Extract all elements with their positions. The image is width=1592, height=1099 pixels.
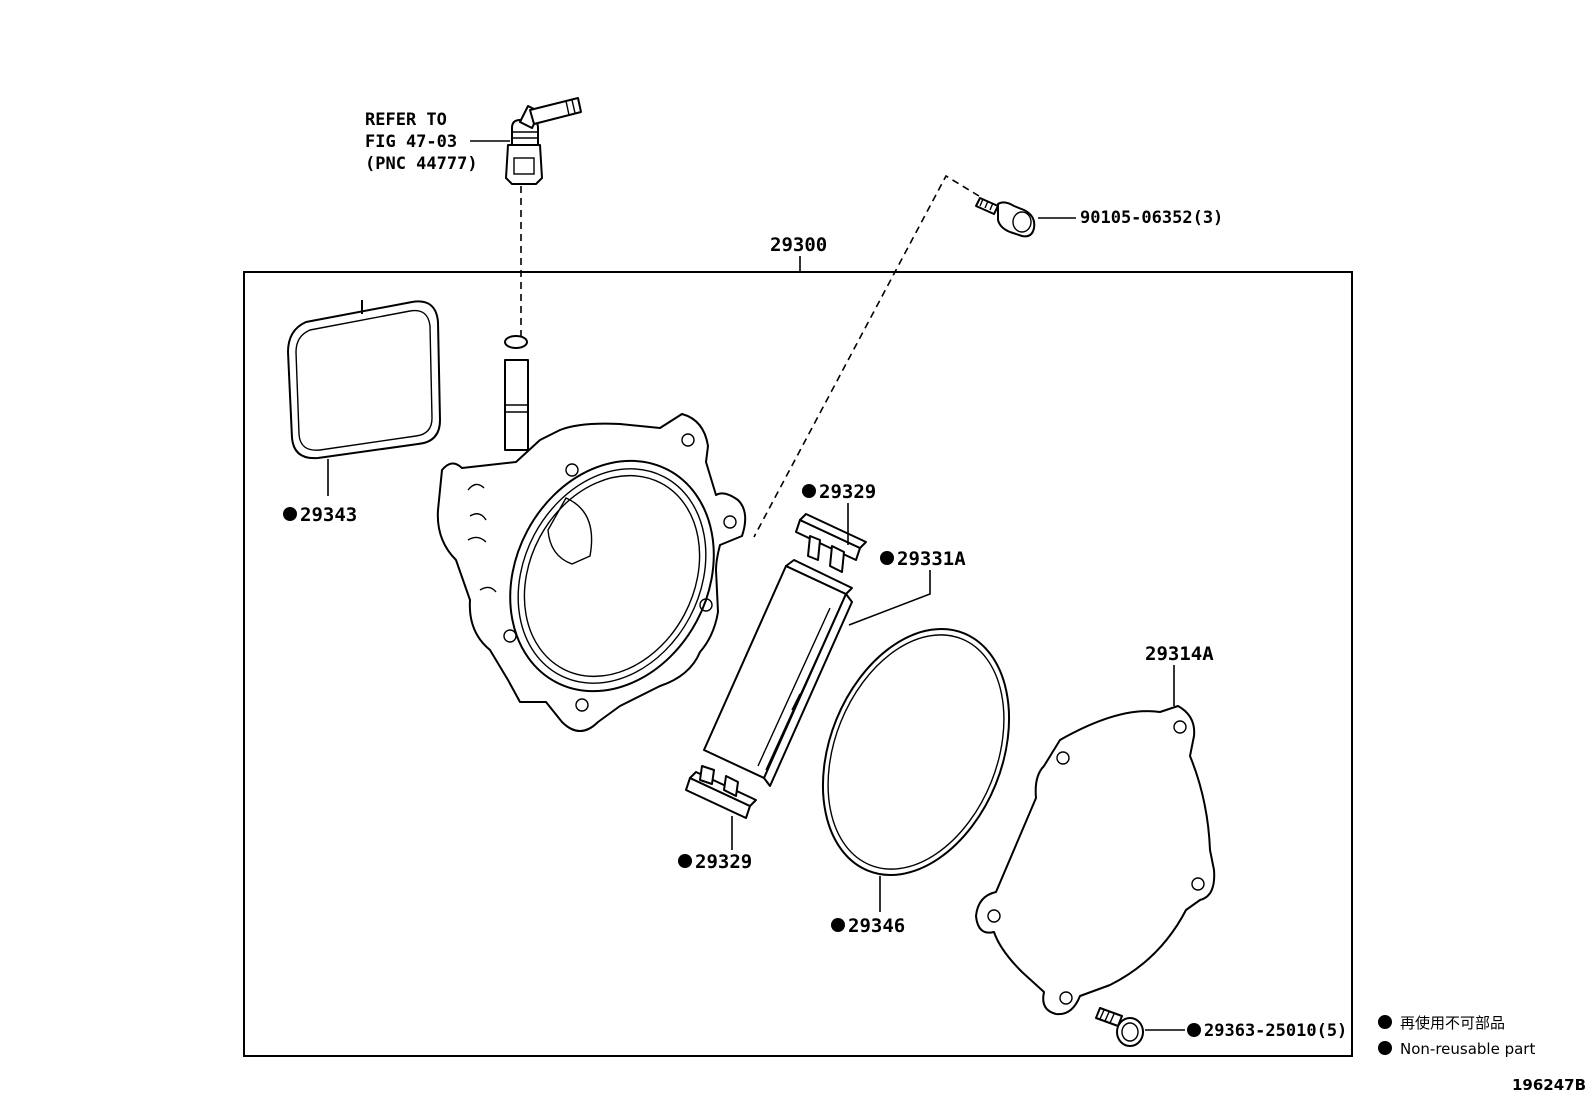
label-cover-screw: 29363-25010(5) <box>1204 1021 1347 1041</box>
refer-note-line-2: FIG 47-03 <box>365 132 457 152</box>
gasket-29343 <box>287 300 441 460</box>
legend-japanese: 再使用不可部品 <box>1400 1014 1505 1032</box>
label-vane-top: 29329 <box>819 481 876 503</box>
label-cover: 29314A <box>1145 643 1214 665</box>
cover-29314A <box>975 705 1216 1016</box>
rotor-blade-29331A <box>703 559 853 787</box>
label-vane-bottom: 29329 <box>695 851 752 873</box>
pump-housing <box>436 335 747 732</box>
legend-english: Non-reusable part <box>1400 1040 1535 1058</box>
assembly-frame <box>243 271 1353 1057</box>
bolt-90105 <box>975 197 1036 238</box>
o-ring-29346 <box>821 628 1011 876</box>
refer-note-line-1: REFER TO <box>365 110 447 130</box>
label-o-ring: 29346 <box>848 915 905 937</box>
vane-29329-top <box>795 513 867 573</box>
hose-connector <box>505 97 582 185</box>
assembly-number: 29300 <box>770 234 827 256</box>
label-rotor-blade: 29331A <box>897 548 966 570</box>
refer-note-line-3: (PNC 44777) <box>365 154 478 174</box>
label-gasket: 29343 <box>300 504 357 526</box>
cover-screw <box>1095 1007 1144 1047</box>
bolt-label: 90105-06352(3) <box>1080 208 1223 228</box>
vane-29329-bottom <box>685 765 757 819</box>
figure-id: 196247B <box>1512 1076 1586 1094</box>
